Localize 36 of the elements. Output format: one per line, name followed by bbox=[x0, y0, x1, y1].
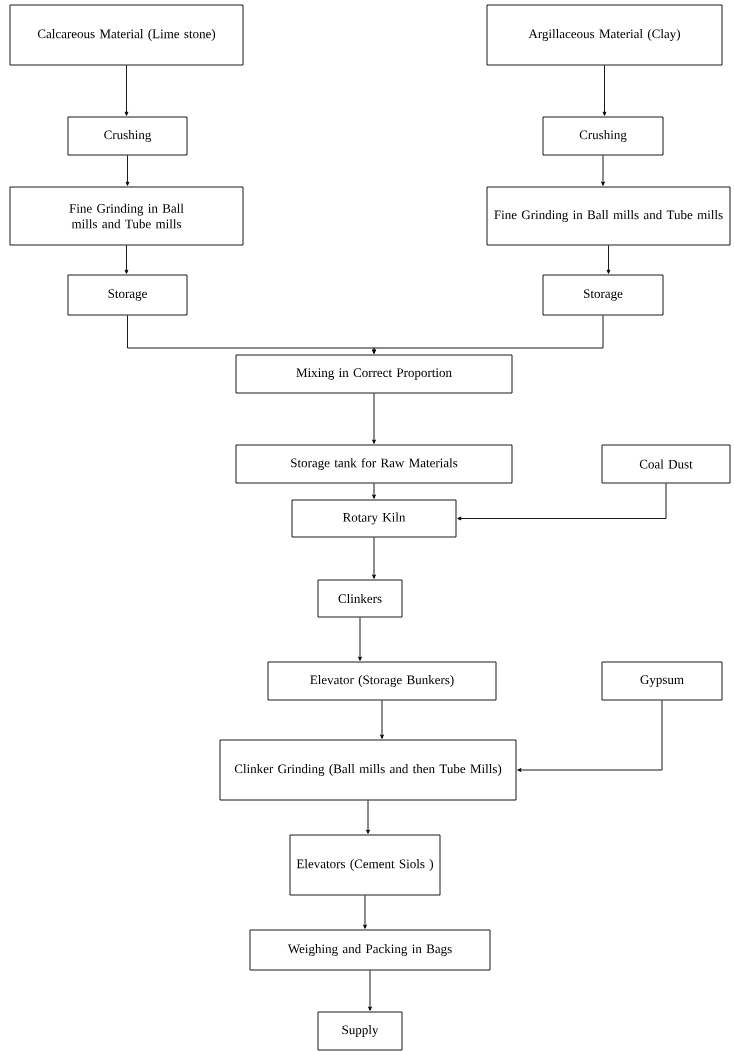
arrow bbox=[457, 483, 667, 521]
arrow bbox=[517, 700, 663, 772]
process-box: Clinker Grinding (Ball mills and then Tube Mills) bbox=[219, 739, 517, 801]
process-box: Elevator (Storage Bunkers) bbox=[267, 661, 497, 701]
process-box: Weighing and Packing in Bags bbox=[249, 929, 491, 971]
arrow bbox=[372, 393, 376, 444]
process-box: Rotary Kiln bbox=[291, 499, 457, 538]
process-box: Supply bbox=[317, 1011, 403, 1051]
process-box: Storage tank for Raw Materials bbox=[235, 444, 513, 484]
arrow bbox=[366, 800, 370, 834]
process-box: Fine Grinding in Ball mills and Tube mills bbox=[486, 186, 731, 246]
arrow bbox=[601, 155, 605, 186]
process-box: Argillaceous Material (Clay) bbox=[486, 4, 723, 66]
arrow bbox=[363, 895, 367, 929]
process-box: Storage bbox=[542, 274, 664, 316]
arrow bbox=[125, 155, 130, 186]
process-box: Mixing in Correct Proportion bbox=[235, 354, 513, 394]
arrow bbox=[372, 315, 604, 354]
arrow bbox=[372, 483, 376, 499]
arrow bbox=[380, 700, 384, 739]
process-box: Crushing bbox=[542, 116, 664, 156]
process-box: Calcareous Material (Lime stone) bbox=[9, 4, 244, 66]
process-box: Elevators (Cement Siols ) bbox=[289, 834, 441, 896]
arrow bbox=[358, 617, 362, 661]
process-box: Crushing bbox=[67, 116, 188, 156]
process-box: Fine Grinding in Ball mills and Tube mills bbox=[9, 186, 244, 246]
process-box: Clinkers bbox=[317, 579, 403, 618]
process-box: Storage bbox=[67, 274, 188, 316]
process-box: Gypsum bbox=[601, 661, 723, 701]
arrow bbox=[606, 245, 611, 274]
process-box: Coal Dust bbox=[601, 444, 731, 484]
arrow bbox=[368, 970, 372, 1011]
arrow bbox=[372, 537, 376, 579]
arrow bbox=[124, 245, 129, 274]
arrow bbox=[602, 65, 607, 116]
arrow bbox=[124, 65, 129, 116]
